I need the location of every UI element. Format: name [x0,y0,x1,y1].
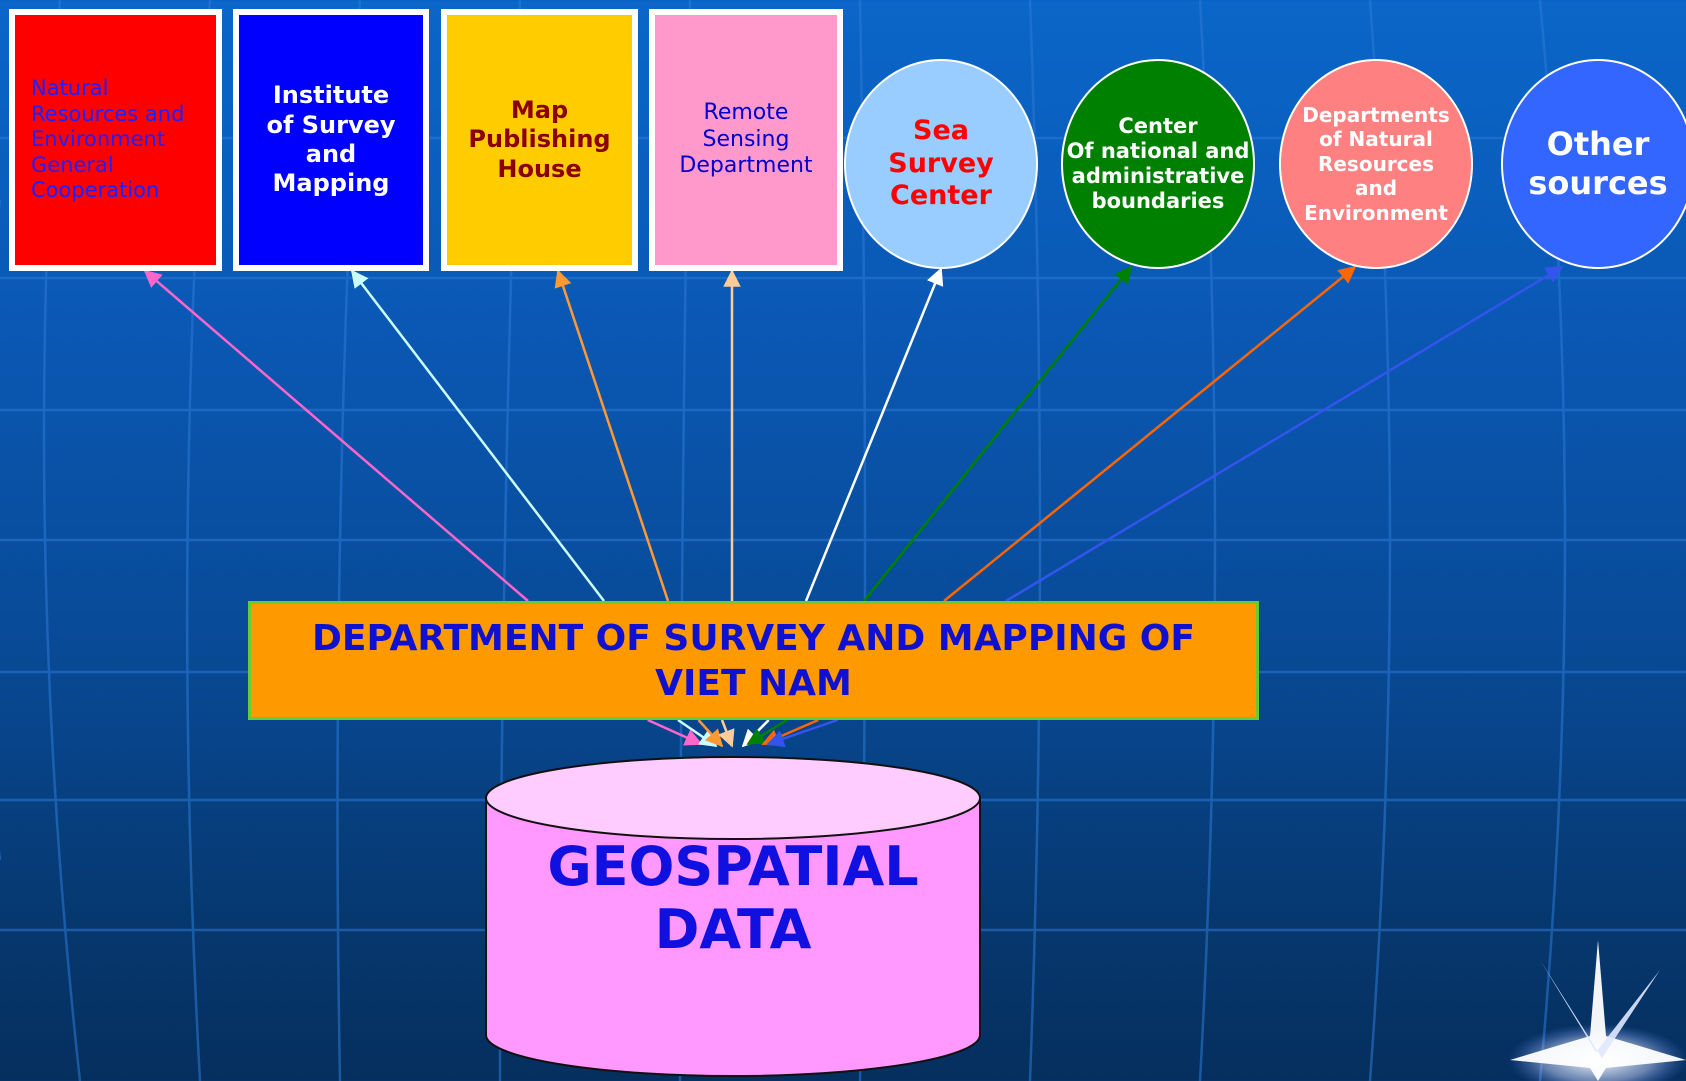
cylinder-top [485,756,981,840]
source-natural-resources-general-cooperation: Natural Resources and Environment Genera… [9,9,222,271]
source-label: Institute of Survey and Mapping [266,81,396,198]
department-of-survey-and-mapping-box: DEPARTMENT OF SURVEY AND MAPPING OF VIET… [248,601,1259,720]
source-other-sources: Other sources [1501,59,1686,269]
source-map-publishing-house: Map Publishing House [441,9,638,271]
source-label: Departments of Natural Resources and Env… [1302,103,1450,225]
source-departments-of-natural-resources-and-environment: Departments of Natural Resources and Env… [1279,59,1473,269]
source-label: Sea Survey Center [888,114,994,212]
arrow-from-other-sources-to-database [766,718,838,748]
arrow-to-map-publishing-house [554,269,670,602]
arrow-from-natural-resources-general-to-database [647,718,703,746]
arrow-to-natural-resources-general [143,269,529,602]
source-center-of-national-and-administrative-boundaries: Center Of national and administrative bo… [1061,59,1255,269]
source-label: Map Publishing House [468,96,611,183]
department-label: DEPARTMENT OF SURVEY AND MAPPING OF VIET… [311,617,1196,704]
source-label: Natural Resources and Environment Genera… [31,75,185,203]
source-remote-sensing-department: Remote Sensing Department [649,9,843,271]
sparkle-star-icon [1508,940,1686,1081]
arrow-to-center-boundaries [863,265,1133,602]
source-label: Center Of national and administrative bo… [1066,113,1250,214]
geospatial-data-cylinder [485,756,981,1077]
arrow-from-departments-nre-to-database [761,718,819,746]
source-institute-of-survey-and-mapping: Institute of Survey and Mapping [233,9,429,271]
arrow-to-sea-survey-center [804,267,944,602]
source-label: Remote Sensing Department [679,99,813,179]
arrow-from-remote-sensing-to-database [718,719,735,748]
arrow-to-institute-survey-mapping [350,269,605,602]
geospatial-data-label: GEOSPATIAL DATA [547,835,919,962]
source-sea-survey-center: Sea Survey Center [844,59,1038,269]
arrow-to-departments-nre [943,265,1357,602]
cylinder-body [485,797,981,1077]
arrow-from-map-publishing-house-to-database [697,719,724,748]
arrow-to-other-sources [1005,265,1564,603]
source-label: Other sources [1528,124,1668,202]
